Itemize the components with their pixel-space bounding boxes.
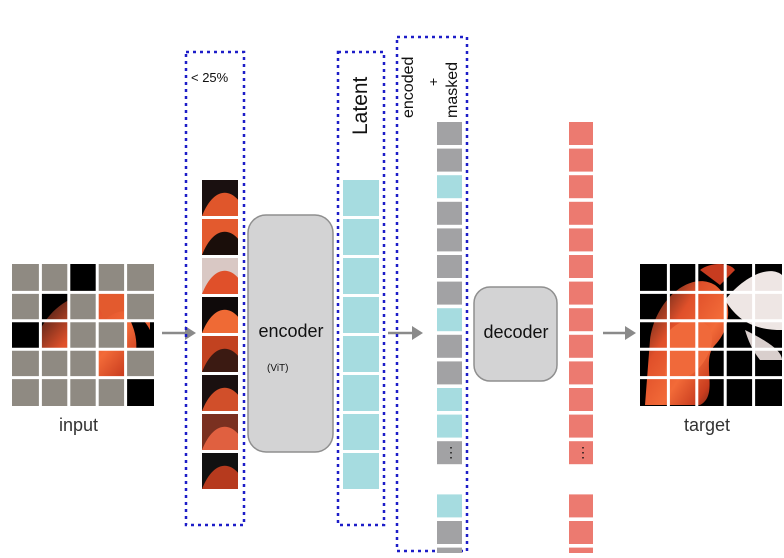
input-masked-patch — [97, 377, 126, 406]
visible-patch-detail — [202, 465, 238, 489]
masked-label: masked — [444, 61, 461, 118]
visible-patch-detail — [202, 192, 238, 216]
decoder-output-token — [569, 201, 593, 225]
decoder-block — [473, 286, 558, 382]
encoder-label: encoder — [258, 321, 324, 341]
input-masked-patch — [125, 264, 154, 293]
latent-token — [343, 219, 379, 255]
encoded-token — [437, 308, 462, 332]
arrow-latent-to-sequence — [388, 326, 423, 340]
input-masked-patch — [68, 377, 98, 406]
decoder-label: decoder — [483, 322, 549, 342]
mask-token — [437, 122, 462, 145]
mask-token — [437, 334, 462, 358]
visible-patch-detail — [202, 348, 238, 372]
mask-token — [437, 148, 462, 172]
mask-token — [437, 441, 462, 465]
latent-tokens — [343, 180, 379, 489]
input-masked-patch — [12, 349, 41, 378]
input-masked-patch — [40, 349, 69, 378]
arrow-output-to-target — [603, 326, 636, 340]
decoder-output-token — [569, 255, 593, 278]
encoder-block — [247, 214, 334, 453]
decoder-output-token — [569, 228, 593, 252]
decoder-output-token — [569, 308, 593, 332]
latent-token — [343, 336, 379, 372]
decoder-output-token — [569, 175, 593, 199]
encoded-plus-mask-tokens — [437, 122, 462, 558]
arrow-input-to-patches — [162, 326, 196, 340]
decoder-output-token — [569, 334, 593, 358]
input-label: input — [59, 415, 99, 435]
encoded-token — [437, 388, 462, 411]
input-masked-patch — [68, 349, 98, 378]
mask-token — [437, 228, 462, 252]
mask-token — [437, 361, 462, 385]
visible-patch-detail — [202, 270, 238, 294]
input-masked-patch — [68, 292, 98, 321]
plus-label: + — [425, 77, 441, 86]
target-grid-lines — [640, 264, 782, 406]
visible-patches-column — [202, 180, 238, 489]
latent-dashed-box — [336, 50, 386, 527]
visible-patch-detail — [202, 309, 238, 333]
latent-token — [343, 453, 379, 489]
latent-token — [343, 258, 379, 294]
target-image — [640, 264, 782, 406]
input-mask-patches — [12, 264, 154, 406]
encoded-label: encoded — [400, 56, 417, 118]
input-masked-patch — [97, 320, 126, 350]
encoded-masked-dashed-box — [395, 35, 469, 553]
visible-patches-dashed-box — [184, 50, 246, 527]
encoder-vit-label: (ViT) — [267, 363, 289, 374]
decoder-output-token — [569, 441, 593, 465]
visible-patch-detail — [202, 426, 238, 450]
encoded-token — [437, 494, 462, 518]
decoder-output-token — [569, 388, 593, 411]
latent-token — [343, 375, 379, 411]
input-masked-patch — [125, 349, 154, 378]
latent-token — [343, 297, 379, 333]
decoder-output-token — [569, 414, 593, 438]
mask-token — [437, 547, 462, 558]
mask-ratio-label: < 25% — [191, 70, 229, 85]
input-masked-patch — [68, 320, 98, 350]
mask-token — [437, 521, 462, 544]
decoder-output-tokens — [569, 122, 593, 558]
mask-token — [437, 255, 462, 278]
decoder-output-token — [569, 494, 593, 518]
visible-patch-detail — [202, 387, 238, 411]
input-masked-patch — [125, 292, 154, 321]
input-image — [12, 264, 154, 406]
input-masked-patch — [12, 292, 41, 321]
input-grid-lines — [12, 264, 154, 406]
encoded-token — [437, 414, 462, 438]
latent-token — [343, 180, 379, 216]
input-masked-patch — [12, 377, 41, 406]
visible-patch-detail — [202, 231, 238, 255]
output-ellipsis: ⋮ — [576, 444, 590, 460]
decoder-output-token — [569, 148, 593, 172]
decoder-output-token — [569, 547, 593, 558]
latent-token — [343, 414, 379, 450]
target-label: target — [684, 415, 731, 435]
latent-label: Latent — [349, 76, 372, 135]
input-masked-patch — [12, 264, 41, 293]
input-masked-patch — [40, 264, 69, 293]
input-masked-patch — [40, 377, 69, 406]
sequence-ellipsis: ⋮ — [444, 444, 458, 460]
decoder-output-token — [569, 281, 593, 305]
decoder-output-token — [569, 521, 593, 544]
input-masked-patch — [97, 264, 126, 293]
decoder-output-token — [569, 122, 593, 145]
mask-token — [437, 281, 462, 305]
encoded-token — [437, 175, 462, 199]
mask-token — [437, 201, 462, 225]
decoder-output-token — [569, 361, 593, 385]
